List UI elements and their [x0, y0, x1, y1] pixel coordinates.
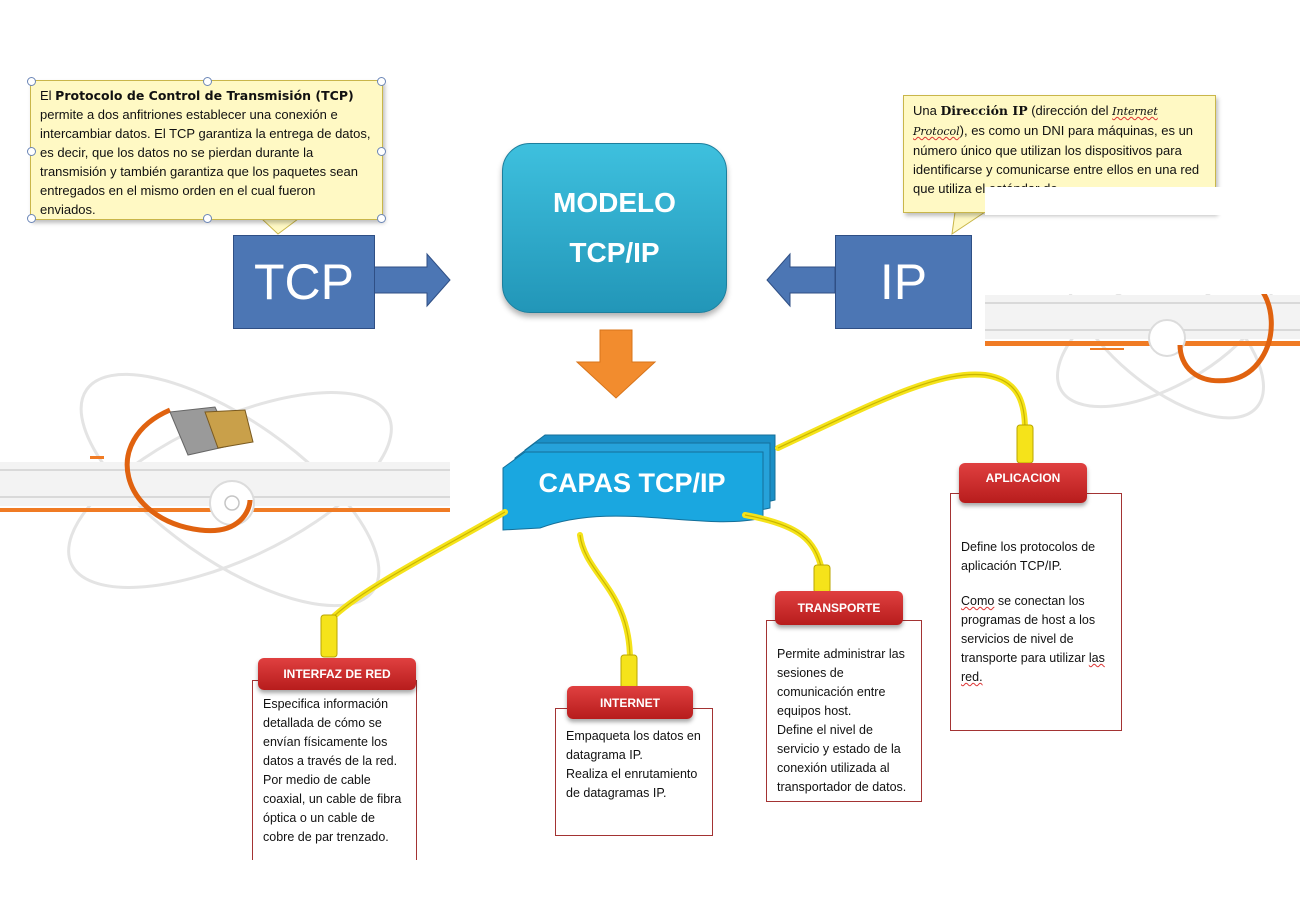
resize-handle-icon[interactable] [27, 147, 36, 156]
tcp-label: TCP [254, 254, 354, 310]
layer-box-internet: Empaqueta los datos en datagrama IP. Rea… [555, 708, 713, 836]
callout-tcp-text: permite a dos anfitriones establecer una… [40, 107, 371, 217]
layer-internet-title: INTERNET [600, 695, 660, 710]
layer-header-internet: INTERNET [567, 686, 693, 719]
plug-red [320, 614, 338, 658]
tcp-label-box: TCP [233, 235, 375, 329]
layer-header-aplicacion: APLICACION [959, 463, 1087, 503]
cable-transporte [742, 512, 825, 573]
resize-handle-icon[interactable] [377, 77, 386, 86]
plug-aplicacion [1016, 424, 1034, 464]
layer-box-transporte: Permite administrar las sesiones de comu… [766, 620, 922, 802]
layer-red-text: Especifica información detallada de cómo… [263, 697, 398, 768]
resize-handle-icon[interactable] [377, 147, 386, 156]
plug-transporte [813, 564, 831, 594]
resize-handle-icon[interactable] [203, 77, 212, 86]
callout-tcp-pointer [260, 218, 300, 235]
callout-ip-bold: Dirección IP [940, 103, 1028, 118]
callout-ip-mid: (dirección del [1027, 103, 1113, 118]
resize-handle-icon[interactable] [377, 214, 386, 223]
callout-ip-italic: Internet Protocol [913, 105, 1158, 138]
ip-label-box: IP [835, 235, 972, 329]
resize-handle-icon[interactable] [27, 214, 36, 223]
layer-aplicacion-paragraph: Como se conectan los programas de host a… [961, 592, 1111, 687]
callout-tcp: El Protocolo de Control de Transmisión (… [27, 77, 386, 223]
layer-header-red: INTERFAZ DE RED [258, 658, 416, 690]
layer-aplicacion-title: APLICACION [985, 471, 1061, 485]
resize-handle-icon[interactable] [27, 77, 36, 86]
layer-red-text: Por medio de cable coaxial, un cable de … [263, 773, 402, 844]
layer-internet-text: Empaqueta los datos en datagrama IP. [566, 729, 701, 762]
callout-tcp-pre: El [40, 88, 56, 103]
layer-transporte-text: Define el nivel de servicio y estado de … [777, 723, 907, 794]
ip-arrow [766, 252, 836, 308]
resize-handle-icon[interactable] [203, 214, 212, 223]
capas-title: CAPAS TCP/IP [538, 468, 726, 498]
tcp-arrow [372, 252, 451, 308]
layer-transporte-text: Permite administrar las sesiones de comu… [777, 647, 905, 718]
down-arrow [575, 329, 657, 399]
layer-aplicacion-text-b: se conectan los programas de host a los … [961, 594, 1096, 665]
model-box: MODELO TCP/IP [502, 143, 727, 313]
layer-aplicacion-text-c: las red. [961, 651, 1105, 684]
model-title-line2: TCP/IP [569, 237, 660, 268]
ip-label: IP [879, 254, 928, 310]
callout-ip-cover [985, 187, 1225, 215]
network-decoration-left [0, 372, 450, 608]
layer-aplicacion-text: Define los protocolos de aplicación TCP/… [961, 540, 1096, 573]
layer-internet-text: Realiza el enrutamiento de datagramas IP… [566, 767, 698, 800]
callout-tcp-bold: Protocolo de Control de Transmisión (TCP… [55, 88, 354, 103]
capas-banner [502, 434, 776, 531]
layer-box-red: Especifica información detallada de cómo… [252, 680, 417, 860]
layer-header-transporte: TRANSPORTE [775, 591, 903, 625]
connector-plugs [320, 424, 1034, 692]
model-title-line1: MODELO [553, 187, 676, 218]
layer-transporte-title: TRANSPORTE [797, 601, 881, 615]
layer-aplicacion-text-a: Como [961, 594, 995, 608]
cable-aplicacion [775, 371, 1028, 451]
callout-ip-pre: Una [913, 103, 941, 118]
callout-ip-pointer [951, 211, 987, 236]
callout-ip: Una Dirección IP (dirección del Internet… [903, 95, 1216, 213]
cable-internet [577, 532, 633, 663]
layer-box-aplicacion: Define los protocolos de aplicación TCP/… [950, 493, 1122, 731]
layer-red-title: INTERFAZ DE RED [283, 667, 391, 681]
